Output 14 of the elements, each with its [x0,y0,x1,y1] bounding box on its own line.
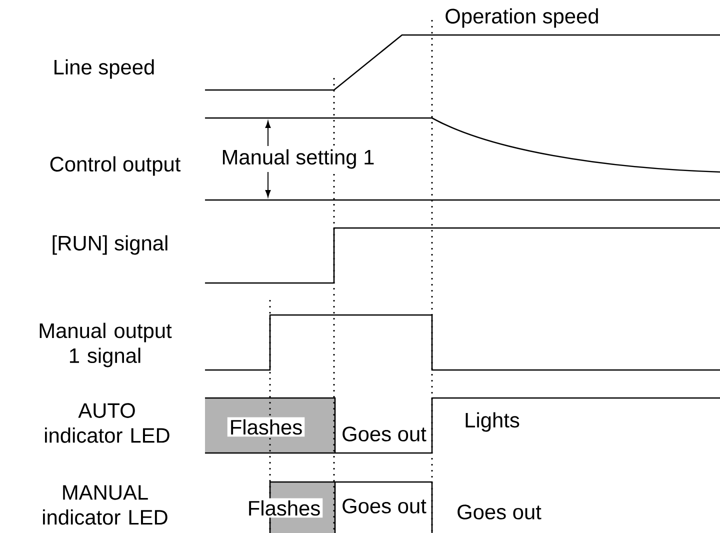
signal-label: MANUAL indicator LED [43,485,168,525]
state-label: Manual setting 1 [219,147,377,171]
signal-label: Manual output 1 signal [40,322,172,368]
signal-label: Control output [50,156,181,176]
signal-label: Lights [466,412,520,432]
signal-label: AUTO indicator LED [45,403,170,443]
signal-label: Line speed [54,59,154,79]
state-label: Flashes [245,498,323,518]
signal-label: Goes out [342,498,426,514]
signal-label: Goes out [342,426,426,442]
state-label: Flashes [227,417,305,437]
signal-label: [RUN] signal [52,235,168,255]
signal-label: Goes out [458,504,542,520]
signal-label: Operation speed [446,8,598,28]
